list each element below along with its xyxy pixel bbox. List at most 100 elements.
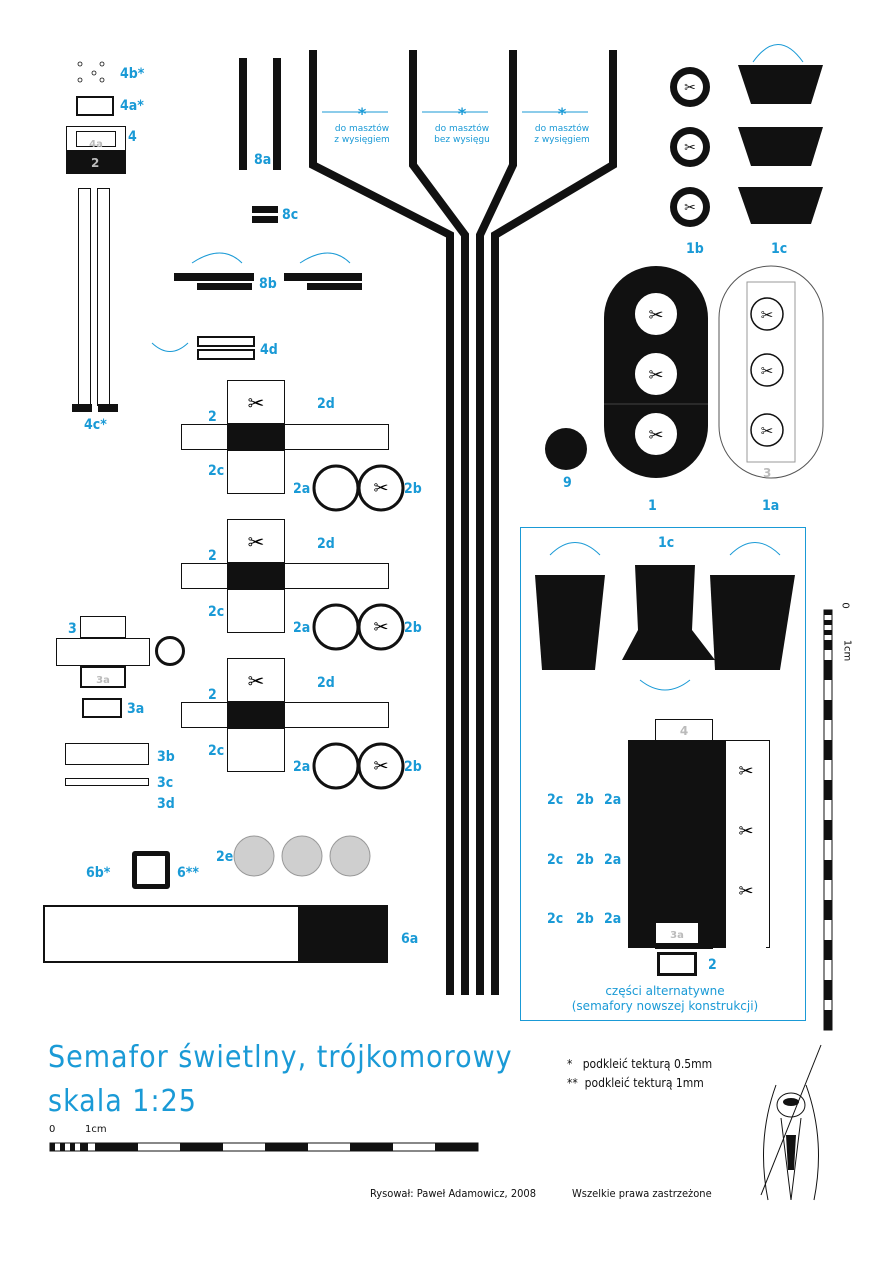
part-4c-leg-right [97, 188, 110, 406]
label-2e: 2e [216, 849, 234, 865]
alt-caption: części alternatywne(semafory nowszej kon… [571, 984, 759, 1013]
label-4b: 4b* [120, 66, 145, 82]
note-1-text: podkleić tekturą 0.5mm [582, 1057, 713, 1071]
net-2-set2-top: ✂ [227, 519, 285, 563]
label-2d-set2: 2d [317, 536, 335, 552]
net-2-set1-bottom [227, 450, 285, 494]
label-2d-set1: 2d [317, 396, 335, 412]
horizontal-ruler [49, 1142, 479, 1152]
label-4c: 4c* [84, 417, 107, 433]
insect-logo [760, 1044, 822, 1201]
net-2-set1-top: ✂ [227, 380, 285, 424]
hruler-unit: 1cm [85, 1124, 107, 1135]
net-2-set2-band [227, 563, 285, 589]
label-2a-set1: 2a [293, 481, 311, 497]
note-2-text: podkleić tekturą 1mm [584, 1076, 704, 1090]
alt-panel [520, 527, 806, 1021]
vruler-unit: 1cm [841, 639, 853, 662]
part-1b-lenses: ✂✂✂ [670, 67, 710, 227]
part-3a-panel: 3a [80, 666, 126, 688]
label-2a-set3: 2a [293, 759, 311, 775]
part-3b [65, 743, 149, 765]
part-3-top [80, 616, 126, 638]
label-6: 6** [177, 865, 199, 881]
inner-4a: 4a [89, 139, 103, 150]
part-3a-plate [82, 698, 122, 718]
label-2d-set3: 2d [317, 675, 335, 691]
part-4-band [66, 150, 126, 174]
note-1: * podkleić tekturą 0.5mm [567, 1057, 712, 1071]
alt-label-2b-2: 2b [576, 852, 594, 868]
net-2-set3-mid [181, 702, 389, 728]
label-4: 4 [128, 129, 137, 145]
alt-label-2a-3: 2a [604, 911, 622, 927]
svg-text:✂: ✂ [684, 80, 696, 96]
label-8a: 8a [254, 152, 272, 168]
inner-4-alt: 4 [679, 724, 689, 738]
net-2-set2-mid [181, 563, 389, 589]
label-2-set2: 2 [208, 548, 217, 564]
part-4a [76, 96, 114, 116]
net-2-set3-bottom [227, 728, 285, 772]
label-3c: 3c [157, 775, 174, 791]
part-8c-2 [252, 216, 278, 223]
label-2b-set2: 2b [404, 620, 422, 636]
footer-author: Rysował: Paweł Adamowicz, 2008 [370, 1187, 537, 1200]
label-2c-set3: 2c [208, 743, 225, 759]
part-8b-drawing [174, 252, 362, 290]
svg-text:✂: ✂ [684, 140, 696, 156]
part-4d-drawing [151, 336, 255, 360]
alt-label-2a-2: 2a [604, 852, 622, 868]
svg-text:✂: ✂ [761, 422, 774, 440]
svg-text:✂: ✂ [373, 478, 388, 499]
net-2-set3-band [227, 702, 285, 728]
label-6b: 6b* [86, 865, 111, 881]
part-2ab-set1-drawing: ✂ [312, 464, 405, 512]
mast-strips [309, 50, 617, 995]
net-2-set1-band [227, 424, 285, 450]
label-6a: 6a [401, 931, 419, 947]
part-3-net [56, 638, 150, 666]
alt-label-2b-3: 2b [576, 911, 594, 927]
alt-part-2 [657, 952, 697, 976]
label-2c-set2: 2c [208, 604, 225, 620]
net-2-set3-top: ✂ [227, 658, 285, 702]
label-2-set1: 2 [208, 409, 217, 425]
part-1-head: ✂ ✂ ✂ [604, 266, 708, 478]
svg-text:✂: ✂ [761, 362, 774, 380]
label-9: 9 [563, 475, 572, 491]
label-2c-set1: 2c [208, 463, 225, 479]
alt-panel-1c-label: 1c [658, 535, 675, 551]
label-1a: 1a [762, 498, 780, 514]
label-1c: 1c [771, 241, 788, 257]
vruler-zero: 0 [839, 602, 851, 609]
alt-part-band [628, 740, 726, 948]
label-2b-set3: 2b [404, 759, 422, 775]
svg-text:✂: ✂ [648, 365, 663, 386]
label-3b: 3b [157, 749, 175, 765]
part-1a-head: ✂ ✂ ✂ [718, 265, 824, 479]
label-1b: 1b [686, 241, 704, 257]
label-1: 1 [648, 498, 657, 514]
alt-label-2: 2 [708, 957, 717, 973]
part-8a-left [239, 58, 247, 170]
alt-lens-column: ✂✂✂ [726, 742, 766, 948]
footer-rights: Wszelkie prawa zastrzeżone [572, 1187, 712, 1200]
svg-text:✂: ✂ [648, 425, 663, 446]
part-2ab-set3-drawing: ✂ [312, 742, 405, 790]
part-2e-discs [233, 835, 371, 877]
part-9 [545, 428, 587, 470]
part-4c-base-left [72, 404, 92, 412]
part-2ab-set2-drawing: ✂ [312, 603, 405, 651]
svg-text:✂: ✂ [648, 305, 663, 326]
part-4-inner: 4a [76, 131, 116, 150]
label-3: 3 [68, 621, 77, 637]
label-3a: 3a [127, 701, 145, 717]
part-4b-holes [77, 61, 105, 83]
alt-label-2b-1: 2b [576, 792, 594, 808]
label-8c: 8c [282, 207, 299, 223]
vertical-ruler [823, 609, 833, 1031]
inner-3a: 3a [96, 675, 110, 686]
alt-visors [535, 542, 795, 691]
svg-text:✂: ✂ [761, 306, 774, 324]
